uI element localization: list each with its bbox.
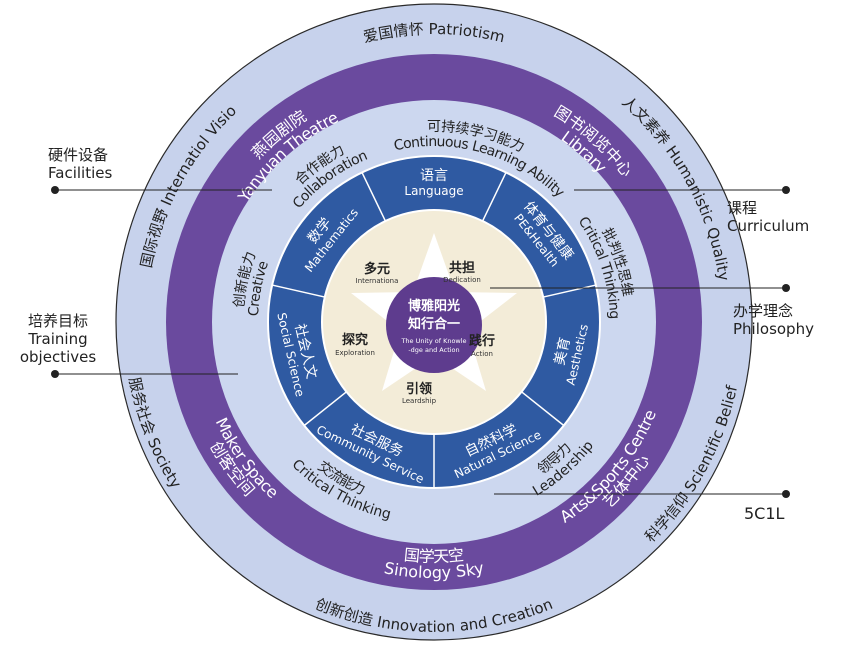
duoyuan-cn: 多元: [364, 261, 390, 277]
objectives-label: 培养目标 Training objectives: [10, 312, 106, 366]
subject-dividers: [271, 172, 597, 488]
facilities-cn: 硬件设备: [48, 146, 109, 164]
objectives-dot: [51, 370, 59, 378]
subject-divider: [481, 172, 507, 222]
gongdan-en: Dedication: [443, 276, 481, 284]
subject-divider: [361, 172, 387, 222]
philosophy-en: Philosophy: [733, 320, 814, 338]
sky-cn: 国学天空: [403, 545, 465, 566]
center-line1: 博雅阳光: [408, 298, 460, 314]
jianxing-cn: 践行: [469, 333, 495, 349]
center-en2: -dge and Action: [408, 346, 459, 354]
yinling-cn: 引领: [406, 381, 432, 397]
facilities-dot: [51, 186, 59, 194]
philosophy-label: 办学理念 Philosophy: [733, 302, 814, 338]
curriculum-en: Curriculum: [727, 217, 810, 235]
philosophy-cn: 办学理念: [733, 302, 794, 320]
facilities-label: 硬件设备 Facilities: [48, 146, 112, 182]
sky-en: Sinology Sky: [383, 558, 486, 582]
facilities-en: Facilities: [48, 164, 113, 182]
objectives-cn: 培养目标: [27, 312, 88, 330]
subject-en: Language: [404, 184, 463, 198]
philosophy-dot: [782, 284, 790, 292]
fivec-label: 5C1L: [744, 504, 785, 523]
yinling-en: Leardship: [402, 397, 437, 405]
center-circle: [386, 277, 482, 373]
curriculum-label: 课程 Curriculum: [727, 199, 809, 235]
tanjiu-cn: 探究: [342, 332, 368, 348]
callout-dots: [51, 186, 790, 498]
subject-cn: 语言: [420, 168, 448, 184]
curriculum-dot: [782, 186, 790, 194]
gongdan-cn: 共担: [449, 260, 475, 276]
subject-divider: [543, 284, 597, 298]
subject-divider: [521, 391, 565, 427]
subject-cn: 美育: [552, 336, 574, 367]
tanjiu-en: Exploration: [335, 349, 375, 357]
objectives-en2: objectives: [19, 348, 97, 366]
center-en1: The Unity of Knowle: [400, 337, 466, 345]
objectives-en1: Training: [28, 330, 88, 348]
duoyuan-en: Internationa: [356, 277, 399, 285]
subject-divider: [271, 284, 325, 298]
callout-lines: [55, 189, 786, 495]
fivec-dot: [782, 490, 790, 498]
center-line2: 知行合一: [408, 316, 460, 332]
jianxing-en: Action: [471, 350, 493, 358]
subject-divider: [303, 391, 347, 427]
curriculum-cn: 课程: [727, 199, 758, 217]
